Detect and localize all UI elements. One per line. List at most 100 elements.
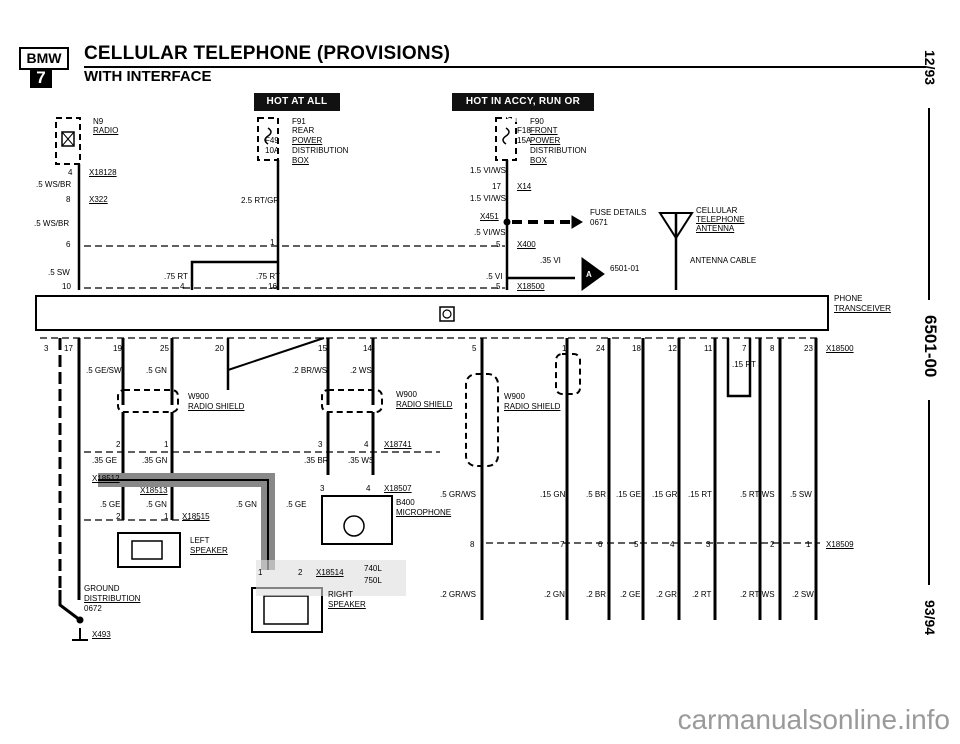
pin-label: 1 [806,540,811,549]
pin-label: 2 [298,568,303,577]
wire-label: .5 VI [486,272,503,281]
pin-label: 24 [596,344,605,353]
hot-in-accy: HOT IN ACCY, RUN OR START [452,93,594,125]
pin-label: 11 [704,344,713,353]
pin-label: 5 [496,282,501,291]
pin-label: 5 [496,240,501,249]
pin-label: 7 [742,344,747,353]
pin-label: 19 [113,344,122,353]
pin-label: 4 [364,440,369,449]
pin-label: 3 [44,344,49,353]
wire-label: .15 RT [688,490,712,499]
wire-label: .15 RT [732,360,756,369]
antenna-text: ANTENNA [696,224,735,233]
pin-label: 4 [180,282,185,291]
diagram-title: CELLULAR TELEPHONE (PROVISIONS) [84,43,451,64]
connector-label: X18500 [517,282,545,291]
pin-label: 3 [320,484,325,493]
connector-label: X18512 [92,474,120,483]
wire-label: .2 RT/WS [740,590,775,599]
antenna-text: TELEPHONE [696,215,745,224]
connector-label: X18128 [89,168,117,177]
pin-label: 5 [472,344,477,353]
shield-label: RADIO SHIELD [396,400,453,409]
pin-label: 1 [562,344,567,353]
fuse-amp: 10A [265,146,280,155]
ground-text: DISTRIBUTION [84,594,141,603]
connector-label: X18509 [826,540,854,549]
pin-label: 6 [598,540,603,549]
shield-label: RADIO SHIELD [188,402,245,411]
pin-label: 8 [770,344,775,353]
fuse-ref: F90 [530,117,544,126]
pin-label: 6 [66,240,71,249]
ref-number: 6501-01 [610,264,640,273]
wire-label: .75 RT [256,272,280,281]
wire-label: .5 GN [236,500,257,509]
wire-label: .75 RT [164,272,188,281]
wire-label: .5 RT/WS [740,490,775,499]
fuse-text: DISTRIBUTION [292,146,349,155]
wire-label: .5 BR [586,490,607,499]
wire-label: .5 GE/SW [86,366,122,375]
speaker-text: SPEAKER [328,600,366,609]
wire-label: .2 GR/WS [440,590,477,599]
pin-label: 2 [770,540,775,549]
title-rule [84,66,926,68]
connector-label: X18741 [384,440,412,449]
wire-label: .5 WS/BR [34,219,70,228]
watermark: carmanualsonline.info [677,704,950,735]
pin-label: 7 [560,540,565,549]
pin-label: 2 [116,440,121,449]
microphone-label: MICROPHONE [396,508,452,517]
diagram-subtitle: WITH INTERFACE [84,68,212,85]
wire-label: .5 GN [146,366,167,375]
wire-label: .2 BR/WS [292,366,328,375]
pin-label: 12 [668,344,677,353]
wire-label: .2 GR [656,590,677,599]
wire-label: .2 WS [350,366,372,375]
pin-label: 4 [670,540,675,549]
fuse-id: F49 [265,136,279,145]
wire-label: .5 VI/WS [474,228,506,237]
series-badge: 7 [30,68,52,88]
shield-id: W900 [396,390,417,399]
pin-label: 8 [66,195,71,204]
pin-label: 1 [270,238,275,247]
connector-label: X493 [92,630,111,639]
speaker-text: LEFT [190,536,210,545]
antenna-text: CELLULAR [696,206,738,215]
pin-label: 8 [470,540,475,549]
hot-at-all-times: HOT AT ALL TIMES [254,93,340,125]
ground-ref: 0672 [84,604,102,613]
pin-label: 15 [318,344,327,353]
connector-label: X14 [517,182,532,191]
connector-label: X451 [480,212,499,221]
pin-label: 16 [268,282,277,291]
pin-label: 17 [64,344,73,353]
wire-label: .5 SW [790,490,812,499]
wire-label: .2 GE [620,590,641,599]
connector-label: X18515 [182,512,210,521]
pin-label: 17 [492,182,501,191]
pin-label: 3 [318,440,323,449]
pin-label: 3 [706,540,711,549]
wire-label: .5 GR/WS [440,490,477,499]
diagram-note: 750L [364,576,382,585]
wire-label: .35 WS [348,456,375,465]
transceiver-text: PHONE [834,294,863,303]
pin-label: 1 [164,440,169,449]
wire-label: .15 GN [540,490,566,499]
pin-label: 23 [804,344,813,353]
wire-label: .35 GN [142,456,168,465]
fuse-amp: 15A [517,136,532,145]
fuse-text: BOX [530,156,547,165]
pin-label: 4 [366,484,371,493]
connector-label: X400 [517,240,536,249]
fuse-text: POWER [530,136,561,145]
ground-text: GROUND [84,584,120,593]
connector-label: X18514 [316,568,344,577]
connector-label: X18513 [140,486,168,495]
wire-label: .5 GN [146,500,167,509]
